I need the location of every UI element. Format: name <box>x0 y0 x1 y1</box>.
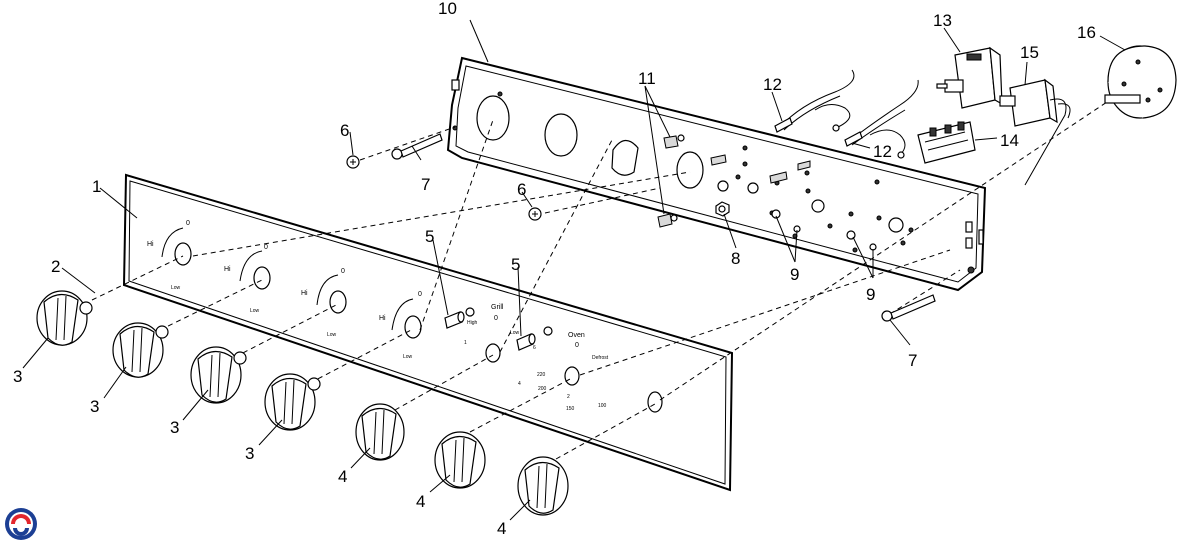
wire-harness-12 <box>774 69 919 159</box>
hob-control-4: 0 Hi Low <box>379 291 422 360</box>
oven-knob-2 <box>434 431 486 489</box>
callout-15: 15 <box>1020 43 1039 62</box>
front-fascia-panel: 0 Hi Low 0 Hi Low 0 Hi Low 0 Hi Low <box>122 173 734 492</box>
label-t4: 4 <box>518 381 521 387</box>
label-hi: Hi <box>379 315 386 322</box>
hob-knob-4 <box>264 373 321 431</box>
label-low: Low <box>403 354 413 360</box>
callout-4: 4 <box>416 492 425 511</box>
callout-7: 7 <box>421 175 430 194</box>
screw-7-top <box>391 133 443 160</box>
assembly-lines <box>91 99 1111 460</box>
callout-12: 12 <box>763 75 782 94</box>
callout-10: 10 <box>438 0 457 18</box>
label-grill: Grill <box>491 304 504 311</box>
timer-16 <box>1104 45 1177 119</box>
label-t100: 100 <box>598 403 607 409</box>
callout-numbers: 1 2 3 3 3 3 4 4 4 5 5 6 6 7 7 8 9 9 10 1… <box>13 0 1096 538</box>
label-zero: 0 <box>186 220 190 227</box>
callout-9: 9 <box>866 285 875 304</box>
callout-16: 16 <box>1077 23 1096 42</box>
hob-knob-2 <box>112 322 169 378</box>
callout-11: 11 <box>638 69 656 88</box>
label-hi: Hi <box>224 266 231 273</box>
label-oven: Oven <box>568 332 585 339</box>
screw-6-top <box>346 155 360 169</box>
label-t2: 2 <box>567 394 570 400</box>
hob-control-2: 0 Hi Low <box>224 244 271 314</box>
callout-9: 9 <box>790 265 799 284</box>
label-oven-zero: 0 <box>575 342 579 349</box>
callout-3: 3 <box>13 367 22 386</box>
callout-4: 4 <box>497 519 506 538</box>
label-t6: 6 <box>533 345 536 351</box>
label-low: Low <box>171 285 181 291</box>
label-grill-zero: 0 <box>494 315 498 322</box>
selector-switch-14 <box>917 121 976 164</box>
grill-control: Grill 0 High 1 Low <box>464 304 520 363</box>
callout-6: 6 <box>517 180 526 199</box>
label-t150: 150 <box>566 406 575 412</box>
oven-control: Oven 0 6 220 Defrost 4 200 100 150 2 <box>518 326 609 412</box>
callout-1: 1 <box>92 177 101 196</box>
thermostat-15 <box>999 78 1071 186</box>
bracket-hardware <box>657 134 877 251</box>
leader-lines <box>22 19 1126 521</box>
label-low: Low <box>250 308 260 314</box>
callout-13: 13 <box>933 11 952 30</box>
label-zero: 0 <box>418 291 422 298</box>
callout-4: 4 <box>338 467 347 486</box>
callout-6: 6 <box>340 121 349 140</box>
callout-7: 7 <box>908 351 917 370</box>
hob-knob-1 <box>36 290 93 346</box>
label-zero: 0 <box>341 268 345 275</box>
label-t1: 1 <box>464 340 467 346</box>
callout-8: 8 <box>731 249 740 268</box>
screw-6-front <box>528 207 542 221</box>
energy-regulator-13 <box>936 46 1003 109</box>
label-low-grill: Low <box>510 330 520 336</box>
label-low: Low <box>327 332 337 338</box>
callout-2: 2 <box>51 257 60 276</box>
hob-knob-3 <box>190 346 247 404</box>
oven-knob-1 <box>355 403 405 461</box>
callout-3: 3 <box>245 444 254 463</box>
callout-5: 5 <box>425 227 434 246</box>
hob-control-1: 0 Hi Low <box>147 220 192 291</box>
callout-12: 12 <box>873 142 892 161</box>
screw-7-bottom <box>881 294 936 322</box>
label-hi: Hi <box>147 241 154 248</box>
label-zero: 0 <box>264 244 268 251</box>
indicator-neons <box>444 311 536 351</box>
hob-control-3: 0 Hi Low <box>301 268 347 338</box>
mounting-bracket <box>446 56 987 292</box>
label-t200: 200 <box>538 386 547 392</box>
callout-3: 3 <box>90 397 99 416</box>
label-defrost: Defrost <box>592 355 609 361</box>
callout-14: 14 <box>1000 131 1019 150</box>
callout-3: 3 <box>170 418 179 437</box>
label-hi: Hi <box>301 290 308 297</box>
callout-5: 5 <box>511 255 520 274</box>
label-high: High <box>467 320 478 326</box>
label-t220: 220 <box>537 372 546 378</box>
oven-knob-3 <box>517 456 569 516</box>
timer-hole <box>647 391 663 413</box>
brand-logo <box>5 508 37 540</box>
